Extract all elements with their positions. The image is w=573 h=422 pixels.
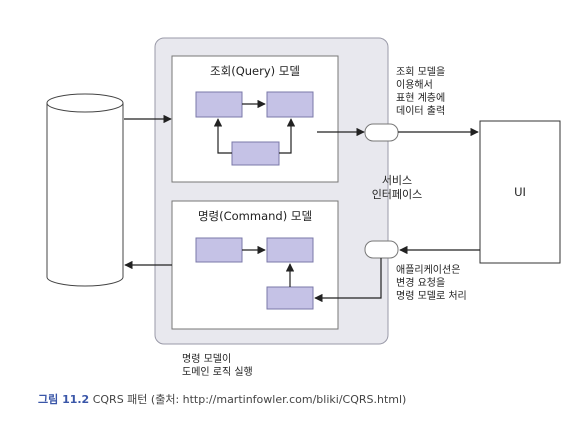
query-model-box <box>171 55 339 183</box>
query-component-c <box>231 141 280 166</box>
query-presentation-note: 조회 모델을 이용해서 표현 계층에 데이터 출력 <box>396 67 446 117</box>
query-component-b <box>266 91 314 118</box>
query-component-a <box>195 91 243 118</box>
command-component-b <box>266 237 314 263</box>
figure-number: 그림 11.2 <box>38 393 90 406</box>
figure-caption-text: CQRS 패턴 (출처: http://martinfowler.com/bli… <box>92 393 407 406</box>
service-interface-note: 서비스 인터페이스 <box>371 174 423 201</box>
arrow-query-c-loop-left <box>213 118 232 154</box>
arrow-query-c-loop-right <box>279 118 296 154</box>
ui-box <box>479 120 561 264</box>
app-service-note: 애플리케이션은 변경 요청을 명령 모델로 처리 <box>396 265 467 302</box>
query-interface-port <box>364 123 399 142</box>
command-interface-port <box>364 240 399 259</box>
command-component-c <box>266 286 314 310</box>
figure-caption: 그림 11.2 CQRS 패턴 (출처: http://martinfowler… <box>38 391 406 407</box>
query-model-title: 조회(Query) 모델 <box>210 64 300 78</box>
command-component-a <box>195 237 243 263</box>
domain-logic-note: 명령 모델이 도메인 로직 실행 <box>182 354 253 378</box>
command-model-title: 명령(Command) 모델 <box>197 209 313 223</box>
arrow-command-port-to-c <box>314 258 382 303</box>
database-cylinder <box>46 93 124 287</box>
ui-label: UI <box>514 185 526 199</box>
